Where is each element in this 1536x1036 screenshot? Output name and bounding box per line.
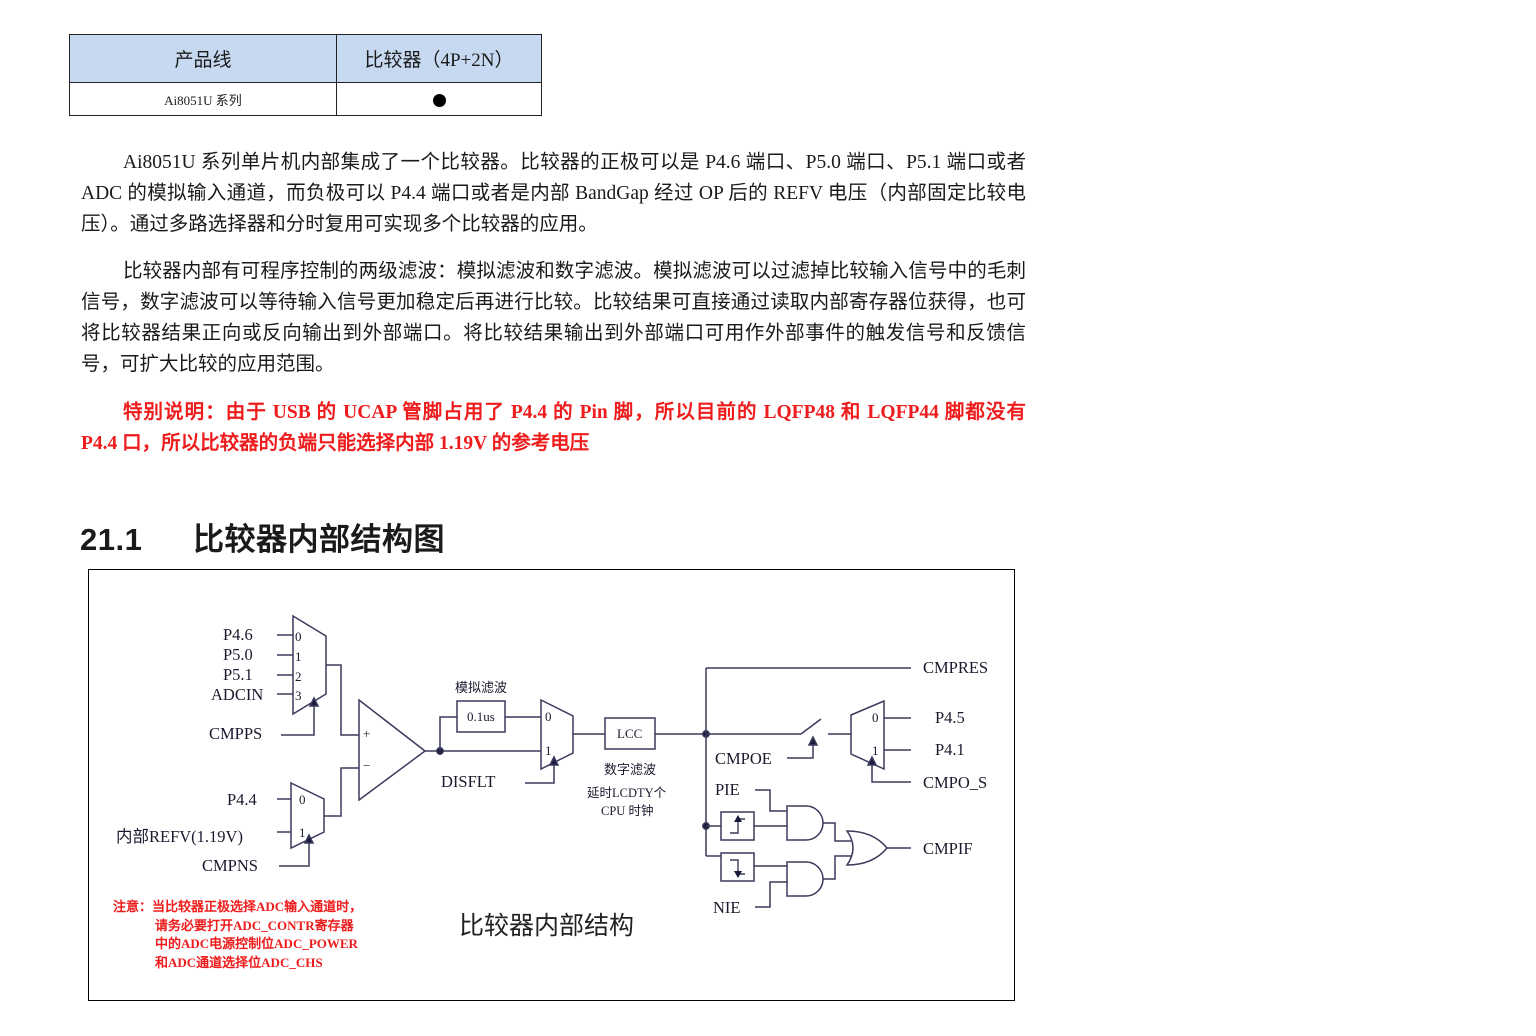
mux-index-3: 3 bbox=[295, 688, 302, 703]
filled-dot-icon bbox=[432, 93, 446, 107]
output-pin-p45: P4.5 bbox=[935, 708, 965, 727]
select-label-cmpps: CMPPS bbox=[209, 724, 263, 743]
table-header-row: 产品线 比较器（4P+2N） bbox=[69, 34, 542, 83]
mux-index-0: 0 bbox=[295, 629, 302, 644]
section-title: 比较器内部结构图 bbox=[193, 522, 445, 557]
table-row: Ai8051U 系列 bbox=[69, 82, 542, 116]
note-line-3: 中的ADC电源控制位ADC_POWER bbox=[155, 936, 358, 951]
product-comparator-table: 产品线 比较器（4P+2N） Ai8051U 系列 bbox=[69, 34, 542, 116]
disflt-label: DISFLT bbox=[441, 772, 496, 791]
neg-mux-index-0: 0 bbox=[299, 792, 306, 807]
lcc-label: LCC bbox=[617, 726, 643, 741]
header-product-line: 产品线 bbox=[69, 34, 337, 83]
header-comparator: 比较器（4P+2N） bbox=[336, 34, 542, 83]
nie-label: NIE bbox=[713, 898, 741, 917]
pie-label: PIE bbox=[715, 780, 740, 799]
cmpoe-label: CMPOE bbox=[715, 749, 772, 768]
cmpif-label: CMPIF bbox=[923, 839, 973, 858]
circuit-diagram-icon bbox=[277, 614, 911, 908]
input-label-p51: P5.1 bbox=[223, 665, 253, 684]
filter-mux-index-0: 0 bbox=[545, 709, 552, 724]
diagram-caption: 比较器内部结构 bbox=[459, 911, 635, 940]
note-line-1: 注意：当比较器正极选择ADC输入通道时， bbox=[113, 899, 363, 914]
cell-product: Ai8051U 系列 bbox=[69, 82, 337, 116]
digital-filter-label: 数字滤波 bbox=[604, 762, 657, 777]
out-mux-index-0: 0 bbox=[872, 710, 879, 725]
output-pin-p41: P4.1 bbox=[935, 740, 965, 759]
analog-filter-label: 模拟滤波 bbox=[455, 680, 508, 695]
out-mux-index-1: 1 bbox=[872, 743, 879, 758]
input-label-refv: 内部REFV(1.19V) bbox=[116, 827, 243, 846]
section-heading: 21.1 比较器内部结构图 bbox=[80, 514, 445, 559]
note-line-4: 和ADC通道选择位ADC_CHS bbox=[155, 954, 323, 970]
mux-index-2: 2 bbox=[295, 669, 302, 684]
select-label-cmpns: CMPNS bbox=[202, 856, 258, 875]
comparator-plus: + bbox=[363, 726, 371, 741]
adc-usage-note: 注意：当比较器正极选择ADC输入通道时， 请务必要打开ADC_CONTR寄存器 … bbox=[113, 898, 362, 972]
cmpo-s-label: CMPO_S bbox=[923, 773, 988, 792]
filter-mux-index-1: 1 bbox=[545, 743, 552, 758]
cmpres-label: CMPRES bbox=[923, 658, 989, 677]
input-label-p44: P4.4 bbox=[227, 790, 257, 809]
comparator-minus: − bbox=[363, 758, 371, 773]
input-label-adcin: ADCIN bbox=[211, 685, 264, 704]
paragraph-intro: Ai8051U 系列单片机内部集成了一个比较器。比较器的正极可以是 P4.6 端… bbox=[81, 152, 1026, 235]
paragraph-filters: 比较器内部有可程序控制的两级滤波：模拟滤波和数字滤波。模拟滤波可以过滤掉比较输入… bbox=[81, 261, 1026, 375]
cell-comparator-supported bbox=[336, 82, 542, 116]
analog-filter-value: 0.1us bbox=[467, 709, 495, 724]
neg-mux-index-1: 1 bbox=[299, 825, 306, 840]
comparator-structure-diagram: P4.6 P5.0 P5.1 ADCIN 0 1 2 3 CMPPS + − P… bbox=[88, 569, 1015, 1001]
input-label-p50: P5.0 bbox=[223, 645, 253, 664]
special-note: 特别说明：由于 USB 的 UCAP 管脚占用了 P4.4 的 Pin 脚，所以… bbox=[81, 402, 1026, 454]
mux-index-1: 1 bbox=[295, 649, 302, 664]
digital-filter-desc-1: 延时LCDTY个 bbox=[587, 786, 667, 800]
input-label-p46: P4.6 bbox=[223, 625, 253, 644]
digital-filter-desc-2: CPU 时钟 bbox=[601, 804, 654, 818]
section-number: 21.1 bbox=[80, 522, 143, 557]
note-line-2: 请务必要打开ADC_CONTR寄存器 bbox=[155, 917, 354, 933]
